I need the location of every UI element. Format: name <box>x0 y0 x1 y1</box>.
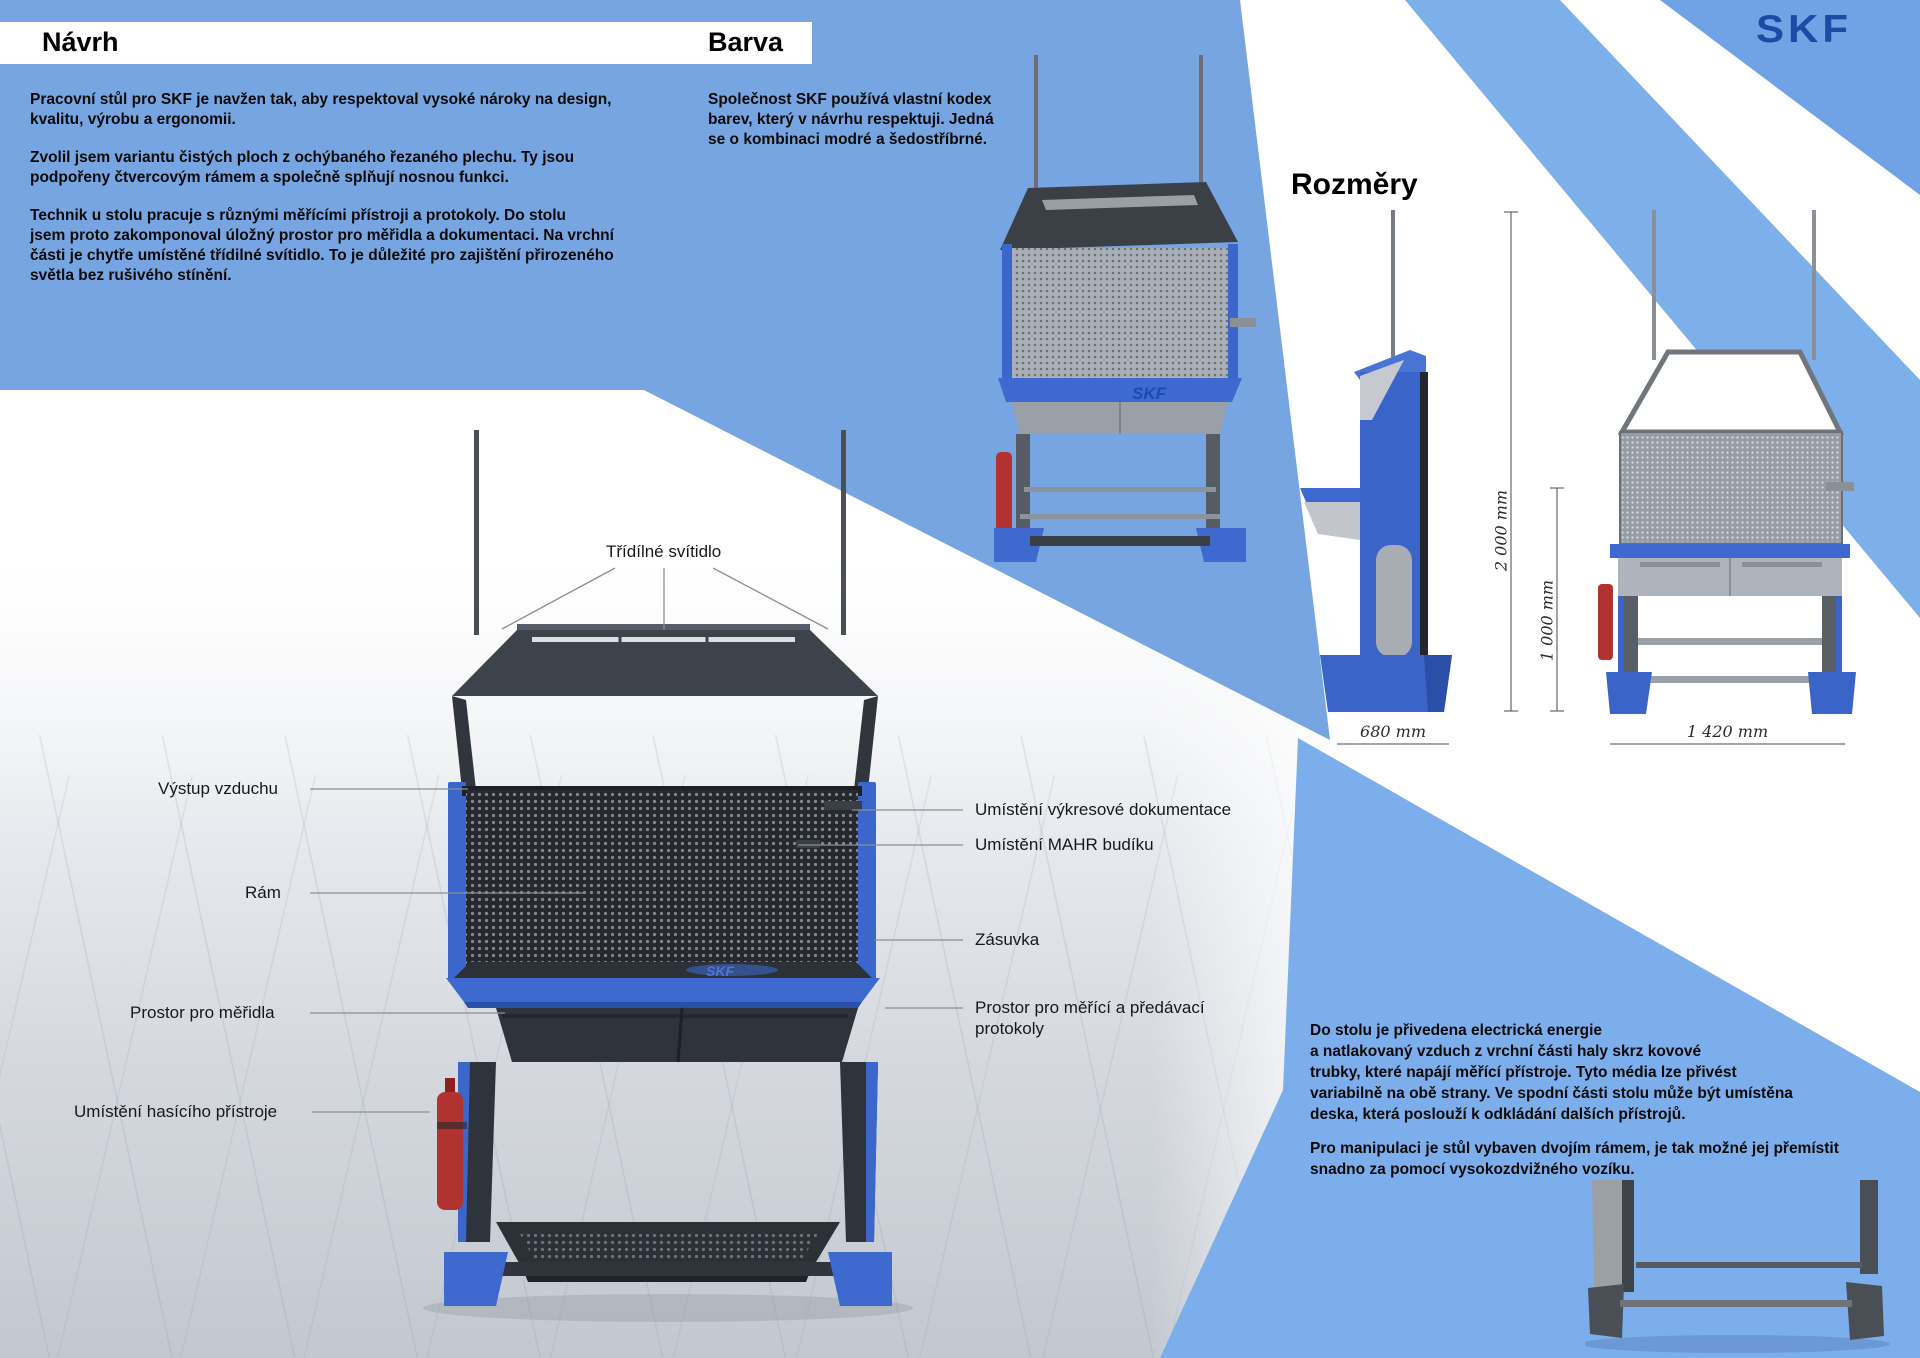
leader-lines <box>310 567 963 1113</box>
callout-ram: Rám <box>245 883 281 902</box>
navrh-paragraph-3: Technik u stolu pracuje s různými měřící… <box>30 207 614 284</box>
section-title-rozmery: Rozměry <box>1291 168 1418 201</box>
double-frame-detail-render <box>1585 1180 1890 1353</box>
desk-skf-marking-small: SKF <box>1132 384 1167 403</box>
bottom-paragraph-2: Pro manipulaci je stůl vybaven dvojím rá… <box>1310 1140 1839 1178</box>
bottom-paragraph-1: Do stolu je přivedena electrická energie… <box>1310 1022 1793 1123</box>
barva-paragraph: Společnost SKF používá vlastní kodex bar… <box>708 91 994 148</box>
dimension-lines <box>1337 211 1845 745</box>
dimension-label-depth: 680 mm <box>1360 722 1426 741</box>
dimension-label-desk-height: 1 000 mm <box>1537 579 1557 662</box>
callout-protokoly: Prostor pro měřící a předávací protokoly <box>975 998 1205 1038</box>
barva-workbench-render: SKF <box>994 55 1256 562</box>
dimension-label-width: 1 420 mm <box>1686 722 1769 741</box>
dimension-front-view-render <box>1598 210 1856 714</box>
dimension-label-total-height: 2 000 mm <box>1491 489 1511 572</box>
main-workbench-render: SKF <box>423 430 913 1322</box>
section-title-barva: Barva <box>708 27 784 57</box>
navrh-paragraph-2: Zvolil jsem variantu čistých ploch z och… <box>30 149 575 186</box>
callout-svitidlo: Třídílné svítidlo <box>606 542 722 561</box>
heading-bar <box>0 22 812 64</box>
callout-zasuvka: Zásuvka <box>975 930 1040 949</box>
callout-vystup-vzduchu: Výstup vzduchu <box>158 779 279 798</box>
desk-skf-marking-main: SKF <box>706 963 734 979</box>
callout-dokumentace: Umístění výkresové dokumentace <box>975 800 1232 819</box>
callout-mahr: Umístění MAHR budíku <box>975 835 1154 854</box>
navrh-paragraph-1: Pracovní stůl pro SKF je navžen tak, aby… <box>30 91 612 128</box>
skf-logo: SKF <box>1756 6 1852 51</box>
callout-hasici-pristroj: Umístění hasícího přístroje <box>74 1102 278 1121</box>
dimension-side-view-render <box>1300 210 1452 712</box>
callout-prostor-meridla: Prostor pro měřidla <box>130 1003 275 1022</box>
section-title-navrh: Návrh <box>42 27 119 57</box>
